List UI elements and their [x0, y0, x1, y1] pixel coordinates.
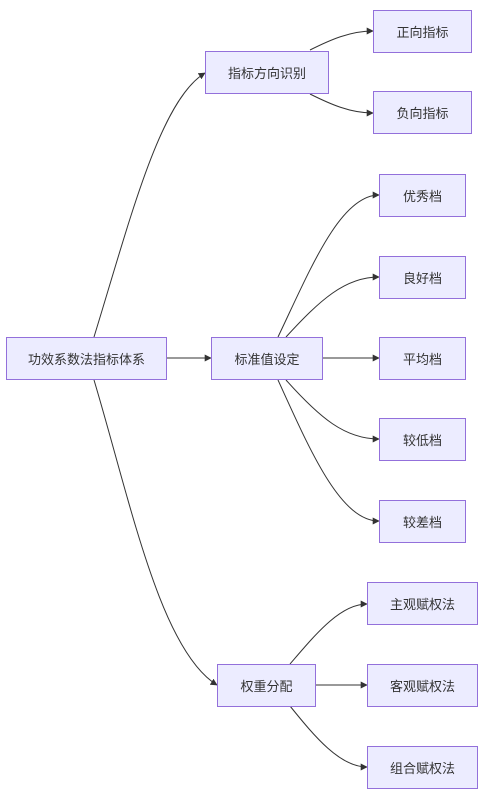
- node-direction[interactable]: 指标方向识别: [205, 51, 329, 94]
- node-combined[interactable]: 组合赋权法: [367, 746, 478, 789]
- edge-weight-combined: [289, 705, 368, 771]
- edge-direction-negative: [309, 93, 374, 117]
- node-poor[interactable]: 较差档: [379, 500, 466, 543]
- node-lower[interactable]: 较低档: [379, 418, 466, 461]
- node-standard[interactable]: 标准值设定: [211, 337, 323, 380]
- node-root[interactable]: 功效系数法指标体系: [6, 337, 167, 380]
- node-average[interactable]: 平均档: [379, 337, 466, 380]
- node-subjective[interactable]: 主观赋权法: [367, 582, 478, 625]
- edge-root-direction: [93, 72, 206, 338]
- node-objective[interactable]: 客观赋权法: [367, 664, 478, 707]
- edge-standard-poor: [277, 379, 380, 525]
- node-weight[interactable]: 权重分配: [217, 664, 316, 707]
- edge-weight-subjective: [289, 600, 368, 665]
- node-excellent[interactable]: 优秀档: [379, 174, 466, 217]
- node-negative[interactable]: 负向指标: [373, 91, 472, 134]
- node-positive[interactable]: 正向指标: [373, 10, 472, 53]
- edge-standard-lower: [285, 379, 380, 443]
- edge-root-weight: [93, 379, 218, 686]
- edge-standard-excellent: [277, 191, 380, 338]
- edge-direction-positive: [309, 27, 374, 51]
- edge-standard-good: [285, 273, 380, 338]
- node-good[interactable]: 良好档: [379, 256, 466, 299]
